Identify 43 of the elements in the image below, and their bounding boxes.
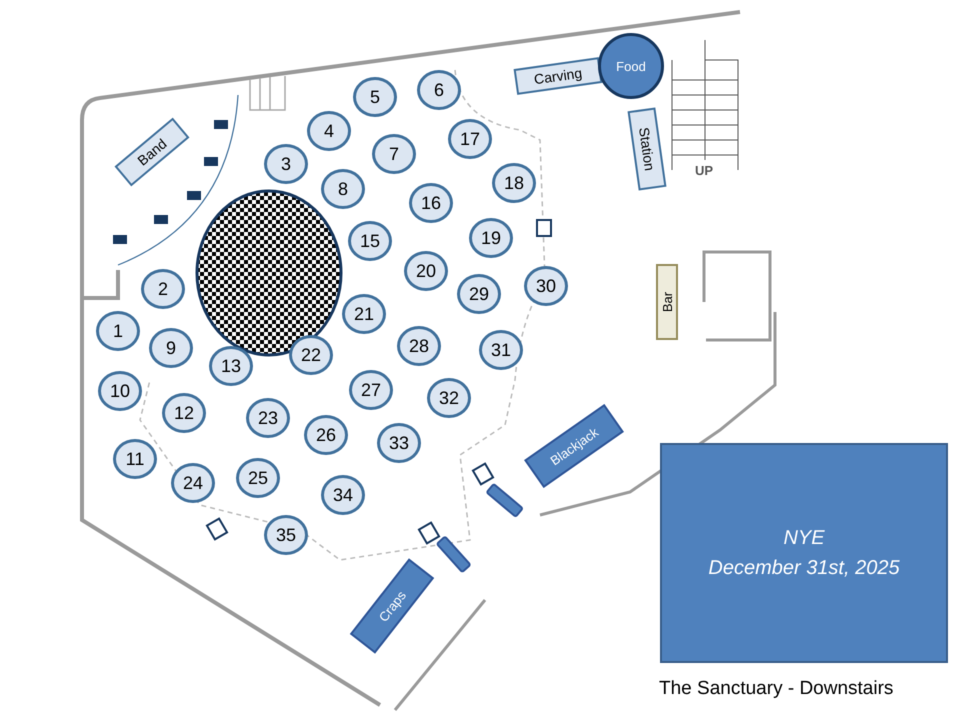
table: 3 xyxy=(264,144,308,184)
table: 17 xyxy=(448,119,492,159)
table: 35 xyxy=(264,515,308,555)
table: 31 xyxy=(479,330,523,370)
table: 28 xyxy=(397,326,441,366)
table: 30 xyxy=(524,266,568,306)
table: 6 xyxy=(417,70,461,110)
table: 34 xyxy=(321,475,365,515)
table: 23 xyxy=(246,398,290,438)
table: 7 xyxy=(372,134,416,174)
table: 29 xyxy=(457,274,501,314)
table: 25 xyxy=(236,458,280,498)
table: 19 xyxy=(469,218,513,258)
table: 27 xyxy=(349,370,393,410)
table: 18 xyxy=(492,163,536,203)
bar-counter: Bar xyxy=(656,264,678,340)
table: 8 xyxy=(321,169,365,209)
event-date: December 31st, 2025 xyxy=(708,556,900,581)
table: 5 xyxy=(353,77,397,117)
table: 24 xyxy=(171,463,215,503)
event-title: NYE xyxy=(783,526,825,551)
table: 20 xyxy=(404,251,448,291)
table: 10 xyxy=(98,371,142,411)
table: 15 xyxy=(348,221,392,261)
food-station: Food xyxy=(598,33,664,99)
event-panel xyxy=(660,443,948,663)
table: 21 xyxy=(342,294,386,334)
table: 11 xyxy=(113,439,157,479)
table: 1 xyxy=(96,311,140,351)
table: 26 xyxy=(304,415,348,455)
floor-plan-caption: The Sanctuary - Downstairs xyxy=(659,678,894,700)
table: 12 xyxy=(162,393,206,433)
table: 2 xyxy=(141,269,185,309)
table: 32 xyxy=(427,378,471,418)
table: 13 xyxy=(209,346,253,386)
food-station: Station xyxy=(628,107,666,191)
table: 9 xyxy=(149,328,193,368)
carving-station: Carving xyxy=(514,57,602,95)
table: 4 xyxy=(307,111,351,151)
stair-direction-label: UP xyxy=(695,163,714,178)
table: 33 xyxy=(377,423,421,463)
table: 16 xyxy=(409,183,453,223)
table: 22 xyxy=(289,335,333,375)
